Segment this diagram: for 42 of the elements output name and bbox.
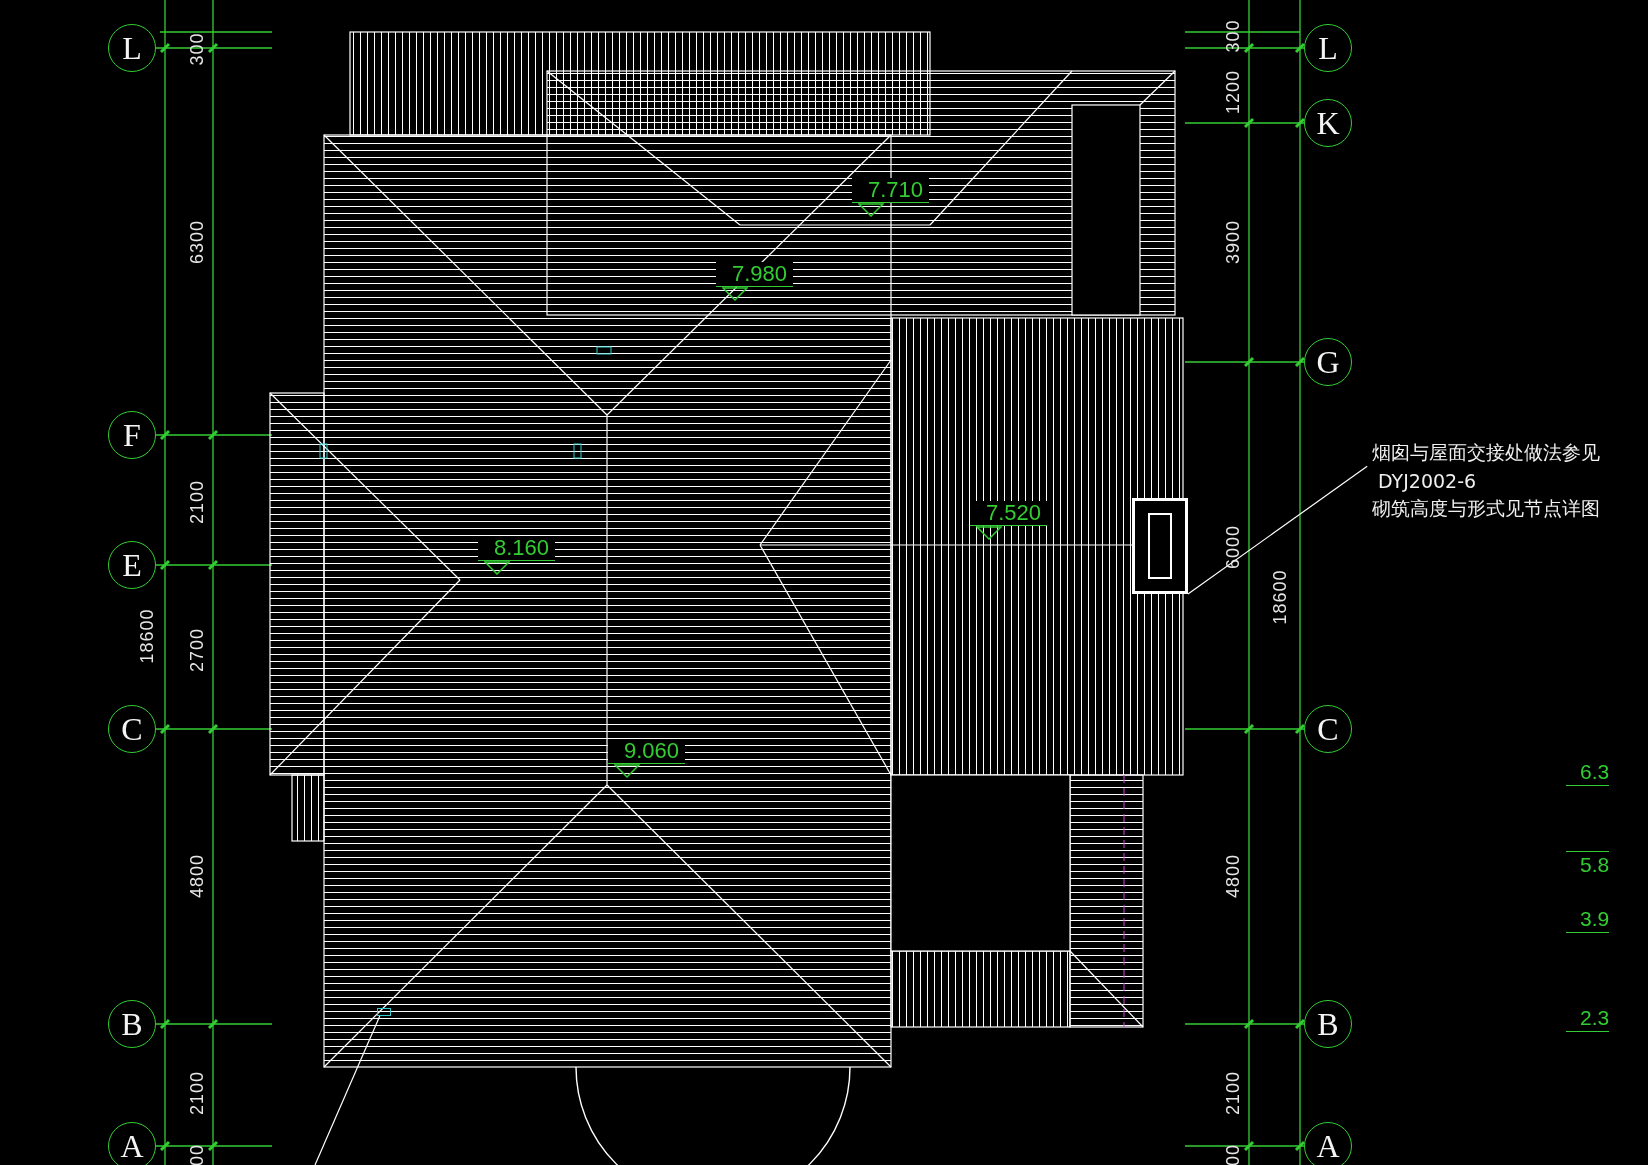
- dimension-text: 18600: [1269, 569, 1291, 625]
- leader-line: [1187, 465, 1368, 595]
- elevation-label: 7.520: [970, 501, 1048, 526]
- level-number: 3.9: [1566, 906, 1610, 933]
- axis-bubble: L: [1304, 24, 1352, 72]
- dimension-text: 4800: [186, 854, 208, 898]
- axis-bubble: K: [1304, 99, 1352, 147]
- axis-bubble: B: [108, 1000, 156, 1048]
- chimney-box: [1132, 498, 1188, 594]
- level-number: 6.3: [1566, 759, 1610, 786]
- dimension-text: 3900: [1222, 220, 1244, 264]
- axis-bubble: C: [108, 705, 156, 753]
- dimension-text: 2100: [186, 1071, 208, 1115]
- dimension-text: 2100: [1222, 1071, 1244, 1115]
- dimension-text: 2100: [186, 480, 208, 524]
- dimension-text: 300: [1222, 19, 1244, 53]
- level-number: 2.3: [1566, 1005, 1610, 1032]
- dimension-text: 4800: [1222, 854, 1244, 898]
- dimension-text: 1200: [1222, 70, 1244, 114]
- vent-mark: [377, 1008, 391, 1016]
- axis-bubble: F: [108, 411, 156, 459]
- note-text: DYJ2002-6: [1377, 470, 1478, 492]
- axis-bubble: A: [108, 1122, 156, 1165]
- dimension-text: 18600: [136, 608, 158, 664]
- axis-bubble: E: [108, 541, 156, 589]
- note-text: 砌筑高度与形式见节点详图: [1372, 496, 1600, 521]
- dimension-text: 00: [1222, 1144, 1244, 1165]
- dimension-text: 6300: [186, 220, 208, 264]
- elevation-label: 7.980: [716, 262, 794, 287]
- axis-bubble: G: [1304, 338, 1352, 386]
- elevation-label: 7.710: [852, 178, 930, 203]
- level-number: 5.8: [1566, 851, 1610, 878]
- axis-bubble: B: [1304, 1000, 1352, 1048]
- note-text: 烟囱与屋面交接处做法参见: [1372, 440, 1600, 465]
- axis-bubble: L: [108, 24, 156, 72]
- axis-bubble: A: [1304, 1122, 1352, 1165]
- dimension-text: 2700: [186, 628, 208, 672]
- dimension-text: 6000: [1222, 525, 1244, 569]
- axis-bubble: C: [1304, 705, 1352, 753]
- leader-line: [314, 1015, 381, 1165]
- dimension-text: 00: [186, 1144, 208, 1165]
- dimension-text: 300: [186, 32, 208, 66]
